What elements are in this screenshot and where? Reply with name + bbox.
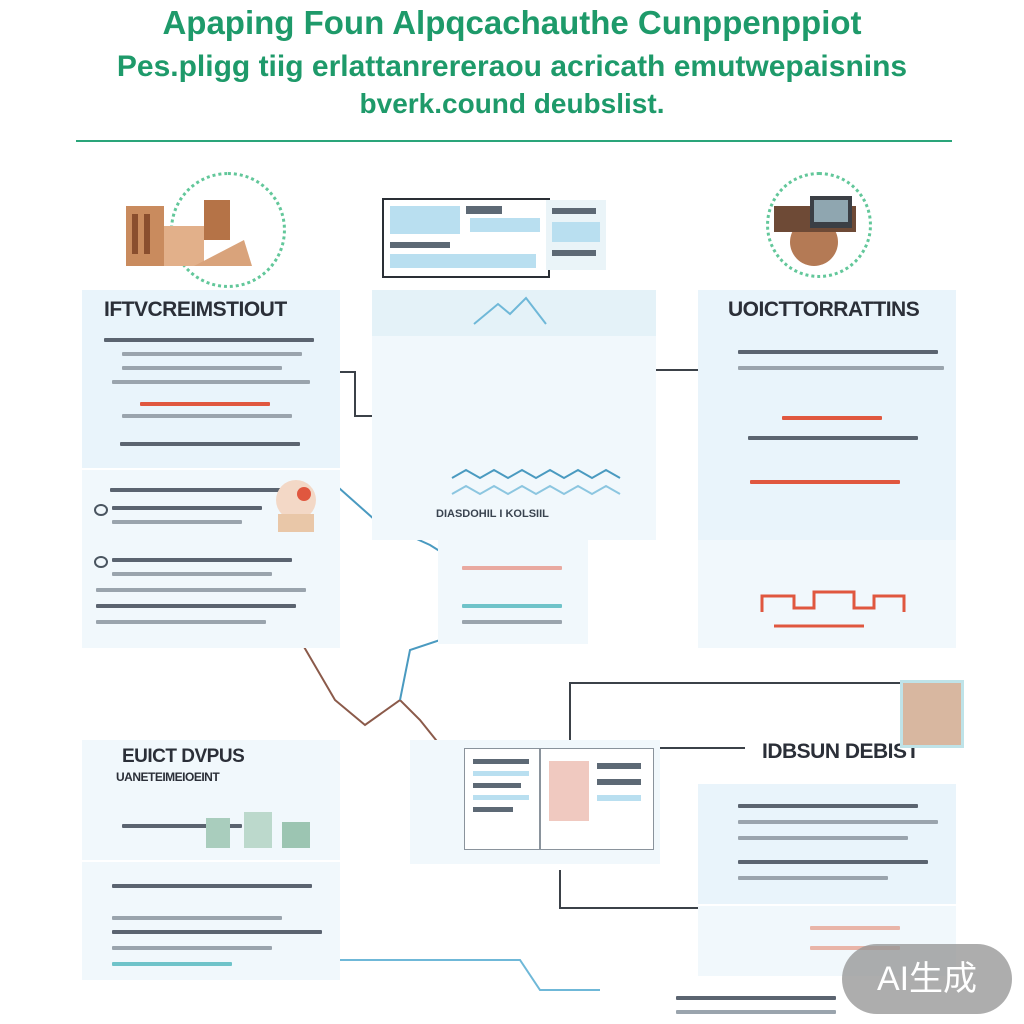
panel-heading: IFTVCREIMSTIOUT xyxy=(104,298,287,321)
bottom-right-heading: IDBSUN DEBIST xyxy=(762,740,919,763)
panel-heading: EUICT DVPUS xyxy=(122,746,245,767)
panel-subheading: UANETEIMEIOEINT xyxy=(116,770,220,784)
bar-graphic xyxy=(760,590,906,628)
title-line-1: Apaping Foun Alpqcachauthe Cunppenppiot xyxy=(162,4,862,41)
panel-bottom-center xyxy=(410,740,660,864)
decorative-ring-right xyxy=(766,172,872,278)
mountain-icon xyxy=(473,296,547,325)
ai-generated-badge: AI生成 xyxy=(842,944,1012,1014)
panel-mid-left xyxy=(82,470,340,648)
dashboard-side-thumbnail xyxy=(546,200,606,270)
building-illustration-icon xyxy=(126,200,252,266)
panel-bottom-right xyxy=(698,784,956,904)
panel-caption: DIASDOHIL I KOLSIIL xyxy=(436,508,549,520)
landscape-icon xyxy=(206,812,310,848)
title-line-2: Pes.pligg tiig erlattanrereraou acricath… xyxy=(116,50,908,83)
panel-small-chart xyxy=(438,540,588,644)
panel-top-right: UOICTTORRATTINS xyxy=(698,290,956,540)
panel-bottom-left-lower xyxy=(82,862,340,980)
report-thumbnail-alt xyxy=(540,748,654,850)
panel-mid-right xyxy=(698,540,956,648)
panel-top-left: IFTVCREIMSTIOUT xyxy=(82,290,340,468)
report-thumbnail xyxy=(464,748,540,850)
panel-bottom-left: EUICT DVPUS UANETEIMEIOEINT xyxy=(82,740,340,860)
dashboard-thumbnail xyxy=(382,198,550,278)
monitor-illustration-icon xyxy=(774,196,856,266)
panel-top-center: DIASDOHIL I KOLSIIL xyxy=(372,290,656,540)
header-divider xyxy=(76,140,952,142)
wave-graphic xyxy=(451,468,621,496)
panel-heading: UOICTTORRATTINS xyxy=(728,298,920,321)
title-line-3: bverk.cound deubslist. xyxy=(359,88,665,119)
photo-thumbnail xyxy=(900,680,964,748)
dessert-icon xyxy=(276,480,316,532)
